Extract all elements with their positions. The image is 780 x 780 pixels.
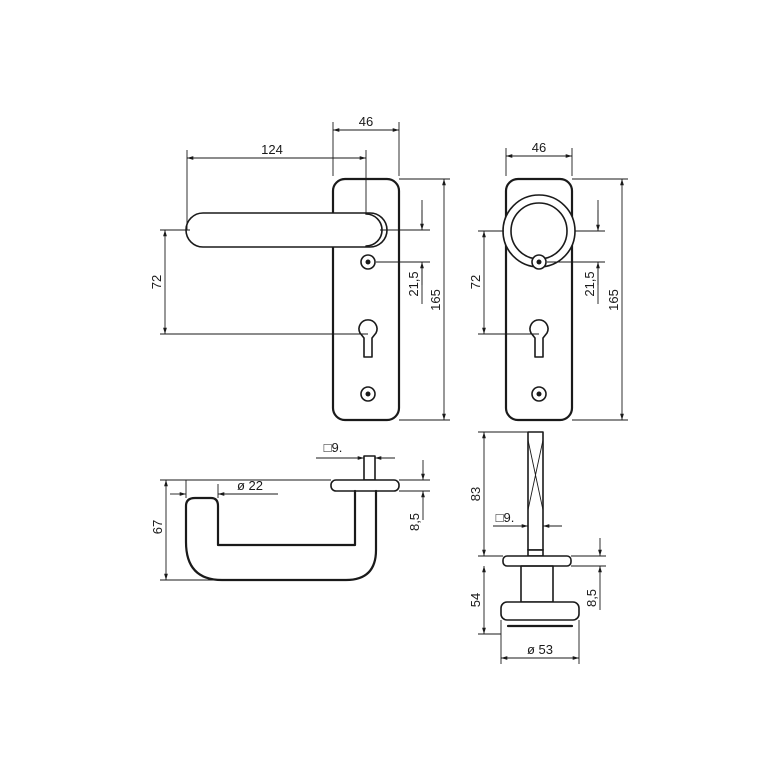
lever-screw-top	[360, 254, 376, 270]
side-knob-neck	[520, 565, 554, 603]
dim-side-knob-plate: 8,5	[571, 538, 606, 610]
dim-top-lever-depth-label: 67	[150, 520, 165, 534]
dim-lever-width-label: 46	[359, 114, 373, 129]
side-knob-head	[500, 601, 580, 621]
lever-screw-bottom	[360, 386, 376, 402]
dim-lever-width: 46	[332, 114, 400, 176]
dim-side-knob-spindle-length: 83	[468, 431, 528, 557]
dim-knob-spindle-offset: 21,5	[547, 200, 605, 304]
dim-knob-width-label: 46	[532, 140, 546, 155]
top-lever-spindle	[363, 455, 376, 481]
dim-top-lever-diameter-label: ø 22	[237, 478, 263, 493]
dim-lever-spindle-offset-label: 21,5	[406, 271, 421, 296]
dim-lever-spindle-offset: 21,5	[376, 200, 430, 304]
lever-screw-bottom-hole	[365, 391, 371, 397]
dim-side-knob-plate-label: 8,5	[584, 589, 599, 607]
dim-knob-height: 165	[572, 178, 628, 421]
dim-lever-projection-label: 124	[261, 142, 283, 157]
dim-side-knob-spindle-label: □9.	[496, 510, 515, 525]
dim-lever-height-label: 165	[428, 289, 443, 311]
dim-top-lever-diameter: ø 22	[170, 478, 278, 498]
top-lever-plate	[330, 479, 400, 492]
side-knob-spindle-twist	[527, 439, 544, 511]
dim-top-lever-spindle-label: □9.	[324, 440, 343, 455]
dim-side-knob-depth: 54	[468, 566, 501, 635]
dim-side-knob-depth-label: 54	[468, 593, 483, 607]
dim-knob-spindle-offset-label: 21,5	[582, 271, 597, 296]
dim-top-lever-plate: 8,5	[399, 460, 430, 531]
dim-lever-spacing-label: 72	[149, 275, 164, 289]
lever-screw-top-hole	[365, 259, 371, 265]
knob-screw-bottom	[531, 386, 547, 402]
knob-backplate	[504, 177, 574, 422]
dim-top-lever-spindle: □9.	[316, 440, 395, 460]
top-lever-view: □9. ø 22 67 8,5	[150, 440, 430, 582]
dim-lever-height: 165	[399, 178, 450, 421]
dim-knob-width: 46	[505, 140, 573, 176]
dim-top-lever-depth: 67	[150, 479, 331, 581]
knob-screw-bottom-hole	[536, 391, 542, 397]
dim-top-lever-plate-label: 8,5	[407, 513, 422, 531]
side-knob-plate	[502, 555, 572, 567]
dim-lever-spacing: 72	[149, 229, 368, 335]
dim-side-knob-spindle-length-label: 83	[468, 487, 483, 501]
knob-screw-top-hole	[536, 259, 542, 265]
dim-knob-spacing: 72	[468, 230, 539, 335]
front-knob-view: 46 72 21,5 165	[468, 140, 628, 422]
side-knob-collar	[527, 549, 544, 557]
dim-knob-spacing-label: 72	[468, 275, 483, 289]
lever-handle	[185, 212, 388, 248]
dim-side-knob-diameter: ø 53	[500, 620, 580, 664]
dim-knob-height-label: 165	[606, 289, 621, 311]
dim-lever-projection: 124	[186, 142, 367, 230]
side-knob-view: □9. 83 54 8,5 ø 53	[468, 431, 606, 664]
knob-keyhole	[529, 319, 549, 358]
lever-keyhole	[358, 319, 378, 358]
dim-side-knob-diameter-label: ø 53	[527, 642, 553, 657]
top-lever-grip	[184, 489, 378, 582]
front-lever-view: 46 124 72 21,5	[149, 114, 450, 422]
dim-side-knob-spindle: □9.	[493, 510, 562, 528]
